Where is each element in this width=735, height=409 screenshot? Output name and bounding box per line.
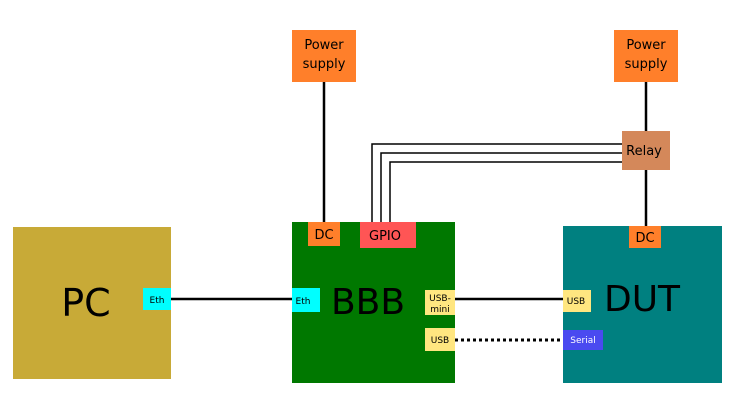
bbb-gpio-port xyxy=(360,222,416,248)
connections xyxy=(171,82,648,342)
gpio-to-relay-wires xyxy=(371,143,622,222)
dut-serial-port xyxy=(563,330,603,350)
bbb-usb-mini-port-label-line1: USB- xyxy=(429,294,451,304)
power-supply-2: Power supply xyxy=(614,30,678,82)
bbb-gpio-port-label: GPIO xyxy=(369,229,401,244)
bbb-eth-port xyxy=(292,288,320,312)
bbb-box: BBB DC GPIO Eth USB- mini USB xyxy=(292,222,455,383)
pc-label: PC xyxy=(61,281,110,325)
bbb-label: BBB xyxy=(331,282,405,323)
bbb-usb-port-label: USB xyxy=(431,336,449,346)
bbb-usb-port xyxy=(425,328,455,351)
relay: Relay xyxy=(622,131,670,170)
power-supply-1-line1: Power xyxy=(304,38,344,53)
bbb-eth-port-label: Eth xyxy=(296,297,311,307)
pc-eth-port-label: Eth xyxy=(150,296,165,306)
power-supply-1-line2: supply xyxy=(303,57,346,72)
power-supply-2-line2: supply xyxy=(625,57,668,72)
bbb-usb-mini-port xyxy=(425,290,455,315)
relay-label: Relay xyxy=(626,144,662,159)
pc-eth-port xyxy=(143,288,171,310)
pc-box: PC Eth xyxy=(13,227,171,379)
bbb-dc-port-label: DC xyxy=(314,228,333,243)
dut-usb-port xyxy=(563,290,591,312)
power-supply-1: Power supply xyxy=(292,30,356,82)
dut-dc-port xyxy=(629,226,661,248)
bbb-usb-mini-port-label-line2: mini xyxy=(430,305,449,315)
dut-label: DUT xyxy=(604,279,681,320)
bbb-dc-port xyxy=(308,222,340,246)
dut-usb-port-label: USB xyxy=(567,297,585,307)
dut-dc-port-label: DC xyxy=(635,231,654,246)
dut-box: DUT DC USB Serial xyxy=(563,226,722,383)
dut-serial-port-label: Serial xyxy=(570,336,595,346)
power-supply-2-line1: Power xyxy=(626,38,666,53)
